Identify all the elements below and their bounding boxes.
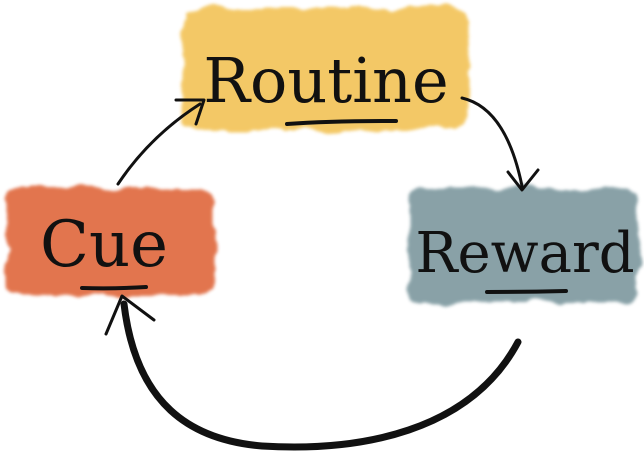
- cue-label: Cue: [40, 208, 168, 282]
- edge-routine-to-reward: [460, 96, 540, 192]
- node-reward: Reward: [408, 188, 638, 302]
- edge-routine-to-reward-arrowhead: [506, 168, 540, 192]
- reward-underline: [485, 289, 568, 294]
- routine-underline: [285, 119, 398, 126]
- routine-label: Routine: [203, 44, 448, 117]
- edge-cue-to-routine-arrowhead: [174, 98, 206, 126]
- edge-reward-to-cue-arrowhead: [104, 294, 156, 336]
- reward-label: Reward: [415, 221, 634, 286]
- edge-reward-to-cue: [104, 294, 522, 451]
- edge-reward-to-cue-line: [120, 300, 522, 451]
- cue-underline: [80, 285, 148, 291]
- reward-wash: [408, 188, 638, 302]
- cue-wash: [6, 188, 214, 296]
- edge-cue-to-routine: [116, 98, 206, 186]
- edge-routine-to-reward-line: [460, 96, 524, 188]
- routine-wash: [183, 8, 469, 130]
- node-cue: Cue: [6, 188, 214, 296]
- edge-cue-to-routine-line: [116, 102, 202, 186]
- node-routine: Routine: [183, 8, 469, 130]
